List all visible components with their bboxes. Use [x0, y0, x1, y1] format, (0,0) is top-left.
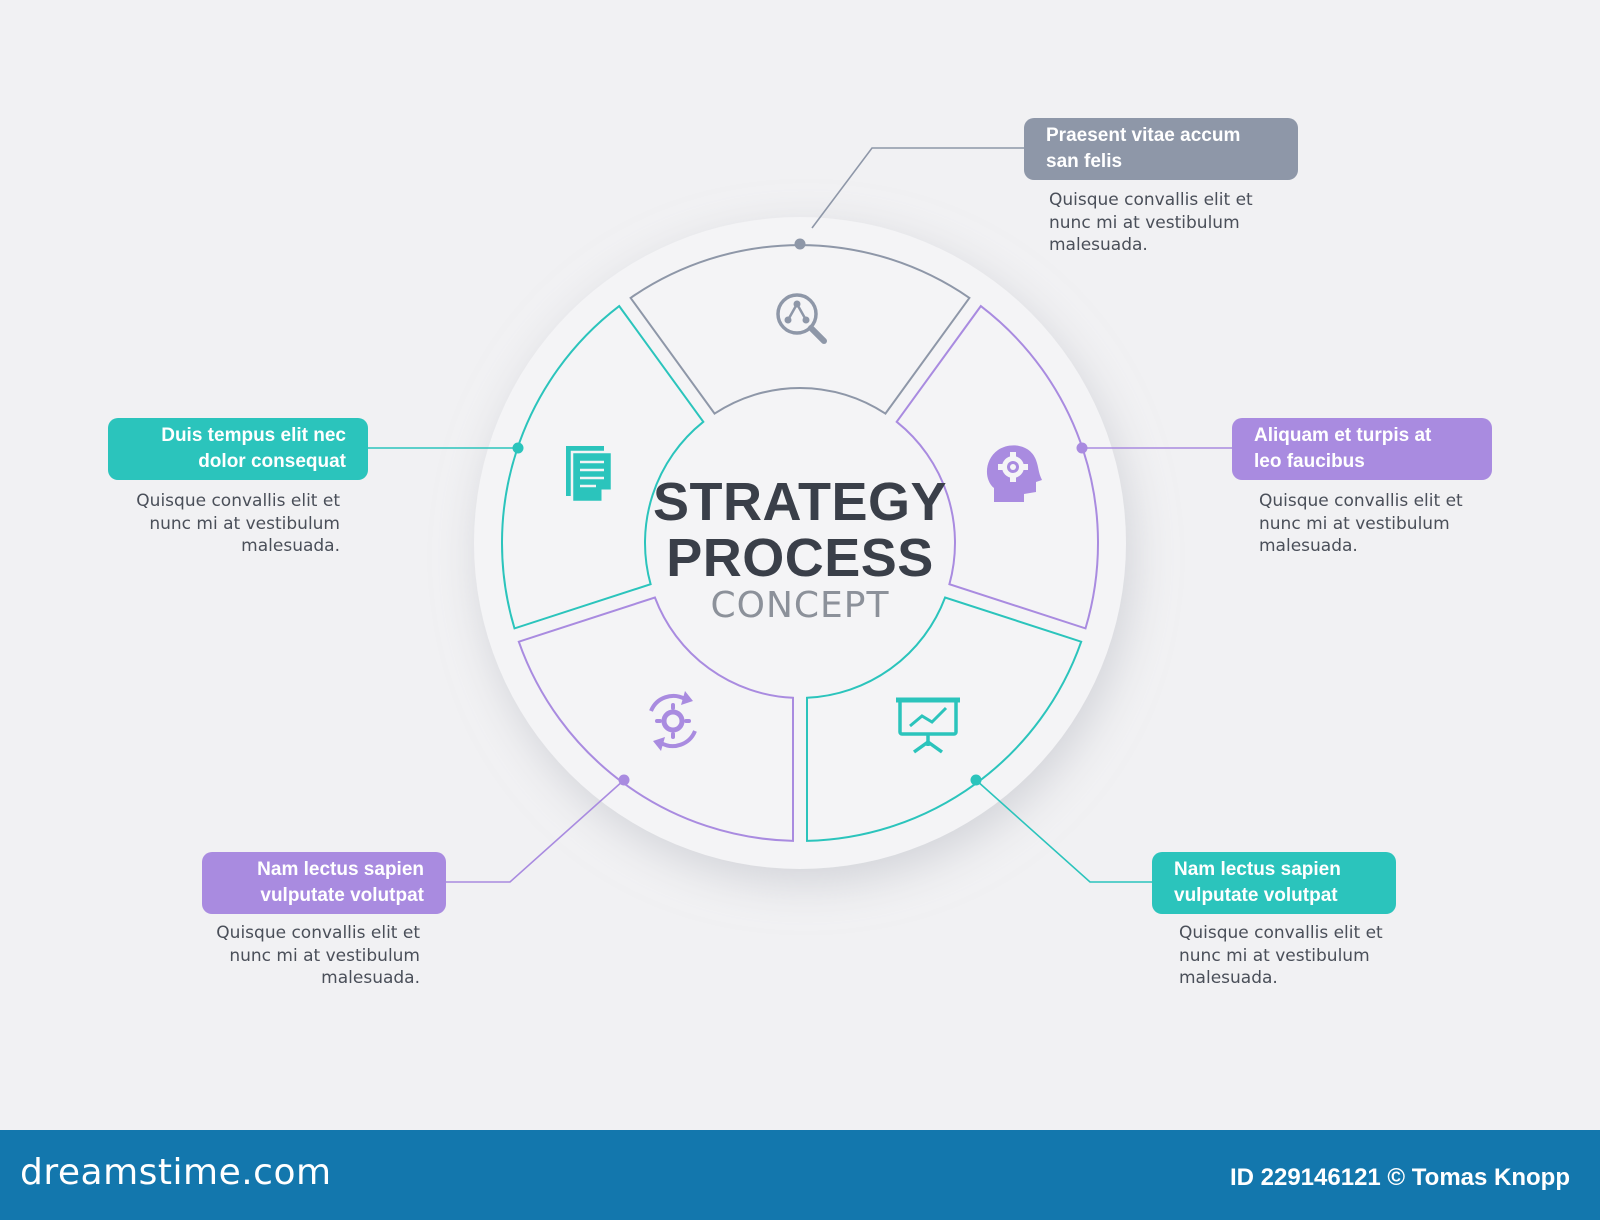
center-title: STRATEGY PROCESS CONCEPT	[640, 474, 960, 626]
footer-bar: dreamstime.com ID 229146121 © Tomas Knop…	[0, 1130, 1600, 1220]
connector-line-bottom-left	[446, 779, 625, 883]
desc-right-line1: Quisque convallis elit et	[1259, 491, 1463, 511]
desc-left-line1: Quisque convallis elit et	[136, 491, 340, 511]
desc-right: Quisque convallis elit et nunc mi at ves…	[1259, 490, 1479, 558]
desc-top: Quisque convallis elit et nunc mi at ves…	[1049, 189, 1269, 257]
connector-dot-top	[794, 238, 806, 250]
desc-left-line2: nunc mi at vestibulum	[149, 513, 340, 534]
magnifier-network-icon	[776, 293, 827, 344]
desc-right-line3: malesuada.	[1259, 536, 1358, 556]
desc-bottom-right-line1: Quisque convallis elit et	[1179, 923, 1383, 943]
connector-line-bottom-right	[975, 779, 1152, 883]
segment-bottom-right	[806, 596, 1083, 842]
desc-left-line3: malesuada.	[241, 536, 340, 556]
label-left: Duis tempus elit nec dolor consequat	[108, 418, 368, 480]
label-left-line2: dolor consequat	[198, 451, 346, 472]
connectors-layer	[368, 147, 1232, 883]
segment-bottom-left	[517, 596, 794, 842]
title-process: PROCESS	[666, 528, 934, 588]
head-gear-icon	[986, 445, 1042, 502]
label-bottom-right-line1: Nam lectus sapien	[1174, 859, 1341, 880]
desc-top-line1: Quisque convallis elit et	[1049, 190, 1253, 210]
desc-right-line2: nunc mi at vestibulum	[1259, 513, 1450, 534]
label-bottom-right-line2: vulputate volutpat	[1174, 885, 1338, 906]
title-strategy: STRATEGY	[652, 472, 947, 532]
desc-bottom-right-line2: nunc mi at vestibulum	[1179, 945, 1370, 966]
label-top-line1: Praesent vitae accum	[1046, 125, 1241, 146]
label-right-line1: Aliquam et turpis at	[1254, 425, 1432, 446]
label-top-line2: san felis	[1046, 151, 1123, 172]
label-top: Praesent vitae accum san felis	[1024, 118, 1298, 180]
segment-top	[629, 244, 971, 415]
connector-dot-left	[512, 442, 524, 454]
connector-dot-right	[1076, 442, 1088, 454]
desc-bottom-left-line2: nunc mi at vestibulum	[229, 945, 420, 966]
presentation-chart-icon	[896, 697, 960, 754]
stock-id-credit: ID 229146121 © Tomas Knopp	[1229, 1164, 1570, 1191]
label-bottom-left-line1: Nam lectus sapien	[257, 859, 424, 880]
label-left-line1: Duis tempus elit nec	[161, 425, 346, 446]
label-right-line2: leo faucibus	[1254, 451, 1365, 472]
desc-left: Quisque convallis elit et nunc mi at ves…	[120, 490, 340, 558]
connector-dot-bottom-right	[970, 774, 982, 786]
documents-icon	[566, 446, 614, 504]
label-right: Aliquam et turpis at leo faucibus	[1232, 418, 1492, 480]
connector-line-top	[811, 147, 1024, 229]
cycle-gear-icon	[649, 691, 697, 751]
desc-bottom-left: Quisque convallis elit et nunc mi at ves…	[200, 922, 420, 990]
desc-bottom-right-line3: malesuada.	[1179, 968, 1278, 988]
icons-layer	[566, 293, 1042, 754]
label-bottom-left: Nam lectus sapien vulputate volutpat	[202, 852, 446, 914]
desc-top-line2: nunc mi at vestibulum	[1049, 212, 1240, 233]
desc-bottom-left-line1: Quisque convallis elit et	[216, 923, 420, 943]
desc-top-line3: malesuada.	[1049, 235, 1148, 255]
connector-dot-bottom-left	[618, 774, 630, 786]
desc-bottom-right: Quisque convallis elit et nunc mi at ves…	[1179, 922, 1399, 990]
desc-bottom-left-line3: malesuada.	[321, 968, 420, 988]
title-concept: CONCEPT	[710, 585, 890, 626]
brand-logo[interactable]: dreamstime.com	[20, 1152, 332, 1193]
label-bottom-right: Nam lectus sapien vulputate volutpat	[1152, 852, 1396, 914]
label-bottom-left-line2: vulputate volutpat	[260, 885, 424, 906]
